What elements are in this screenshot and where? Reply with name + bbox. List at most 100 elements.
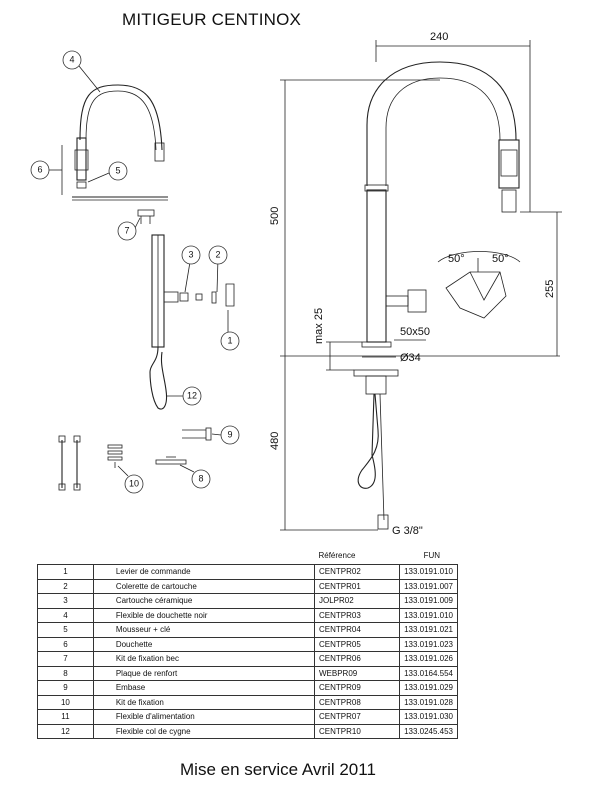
- lever-arm: [385, 295, 409, 307]
- part-code: 133.0191.010: [399, 607, 458, 623]
- part-code: 133.0191.010: [399, 564, 458, 580]
- dim-spout-height: 255: [544, 280, 556, 298]
- part-description: Mousseur + clé: [92, 622, 315, 638]
- exploded-plate-8: [155, 456, 187, 465]
- parts-table-header: Référence FUN: [38, 547, 458, 565]
- part-code: 133.0191.029: [399, 680, 458, 696]
- exploded-cartridge: [179, 292, 189, 302]
- exploded-handshower: [76, 137, 87, 181]
- header-reference: Référence: [318, 551, 356, 560]
- header-fun: FUN: [423, 551, 441, 560]
- dim-height-500: 500: [269, 207, 281, 225]
- part-code: 133.0191.009: [399, 593, 458, 609]
- part-description: Cartouche céramique: [92, 593, 315, 609]
- part-number: 12: [37, 723, 94, 739]
- callout-2: 2: [208, 245, 228, 265]
- part-number: 5: [37, 622, 94, 638]
- callout-10: 10: [124, 474, 144, 494]
- svg-text:12: 12: [187, 390, 197, 400]
- exploded-hose: [149, 346, 168, 410]
- gooseneck-spout: [366, 61, 517, 186]
- exploded-view: [49, 65, 235, 491]
- part-number: 7: [37, 651, 94, 667]
- svg-text:7: 7: [124, 225, 129, 235]
- part-reference: CENTPR08: [313, 694, 401, 710]
- part-number: 11: [37, 709, 94, 725]
- part-reference: CENTPR09: [313, 680, 401, 696]
- callout-3: 3: [181, 245, 201, 265]
- part-number: 8: [37, 665, 94, 681]
- exploded-aerator: [76, 181, 87, 189]
- part-code: 133.0191.021: [399, 622, 458, 638]
- part-code: 133.0191.028: [399, 694, 458, 710]
- dim-width: 240: [430, 31, 448, 43]
- part-description: Flexible col de cygne: [92, 723, 315, 739]
- dim-lever-block: 50x50: [400, 326, 430, 338]
- part-description: Colerette de cartouche: [92, 578, 315, 594]
- exploded-collar: [211, 291, 217, 304]
- part-code: 133.0245.453: [399, 723, 458, 739]
- callout-9: 9: [220, 425, 240, 445]
- part-number: 3: [37, 593, 94, 609]
- callout-1: 1: [220, 331, 240, 351]
- callout-4: 4: [62, 50, 82, 70]
- page-title: MITIGEUR CENTINOX: [122, 10, 302, 29]
- svg-text:10: 10: [129, 478, 139, 488]
- part-code: 133.0191.026: [399, 651, 458, 667]
- dimensioned-view: [280, 40, 562, 531]
- part-reference: JOLPR02: [313, 593, 401, 609]
- svg-text:3: 3: [188, 249, 193, 259]
- part-reference: CENTPR02: [313, 564, 401, 580]
- svg-text:5: 5: [115, 165, 120, 175]
- exploded-fixing-kit: [137, 209, 155, 217]
- exploded-lever: [225, 283, 235, 307]
- mount-base: [353, 369, 399, 377]
- exploded-base-9: [182, 427, 212, 441]
- dim-max-25: max 25: [313, 308, 325, 344]
- svg-text:1: 1: [227, 335, 232, 345]
- part-description: Kit de fixation: [92, 694, 315, 710]
- part-reference: CENTPR06: [313, 651, 401, 667]
- part-reference: CENTPR10: [313, 723, 401, 739]
- part-number: 10: [37, 694, 94, 710]
- part-number: 2: [37, 578, 94, 594]
- part-description: Douchette: [92, 636, 315, 652]
- spray-head: [501, 189, 517, 213]
- svg-text:8: 8: [198, 473, 203, 483]
- part-reference: CENTPR05: [313, 636, 401, 652]
- part-reference: WEBPR09: [313, 665, 401, 681]
- lever-knob: [407, 289, 427, 313]
- svg-text:6: 6: [37, 164, 42, 174]
- handshower: [498, 139, 520, 189]
- exploded-feed-hoses: [58, 435, 81, 491]
- part-description: Flexible d'alimentation: [92, 709, 315, 725]
- dim-thread: G 3/8": [392, 525, 423, 537]
- part-code: 133.0191.023: [399, 636, 458, 652]
- svg-text:2: 2: [215, 249, 220, 259]
- part-reference: CENTPR03: [313, 607, 401, 623]
- svg-text:4: 4: [69, 54, 74, 64]
- exploded-fixing-kit-10: [107, 444, 123, 468]
- part-code: 133.0191.030: [399, 709, 458, 725]
- part-description: Plaque de renfort: [92, 665, 315, 681]
- service-date-footer: Mise en service Avril 2011: [180, 760, 376, 779]
- dim-height-480: 480: [269, 432, 281, 450]
- dim-angle-left: 50°: [448, 253, 465, 265]
- dim-angle-right: 50°: [492, 253, 509, 265]
- part-reference: CENTPR01: [313, 578, 401, 594]
- part-description: Levier de commande: [92, 564, 315, 580]
